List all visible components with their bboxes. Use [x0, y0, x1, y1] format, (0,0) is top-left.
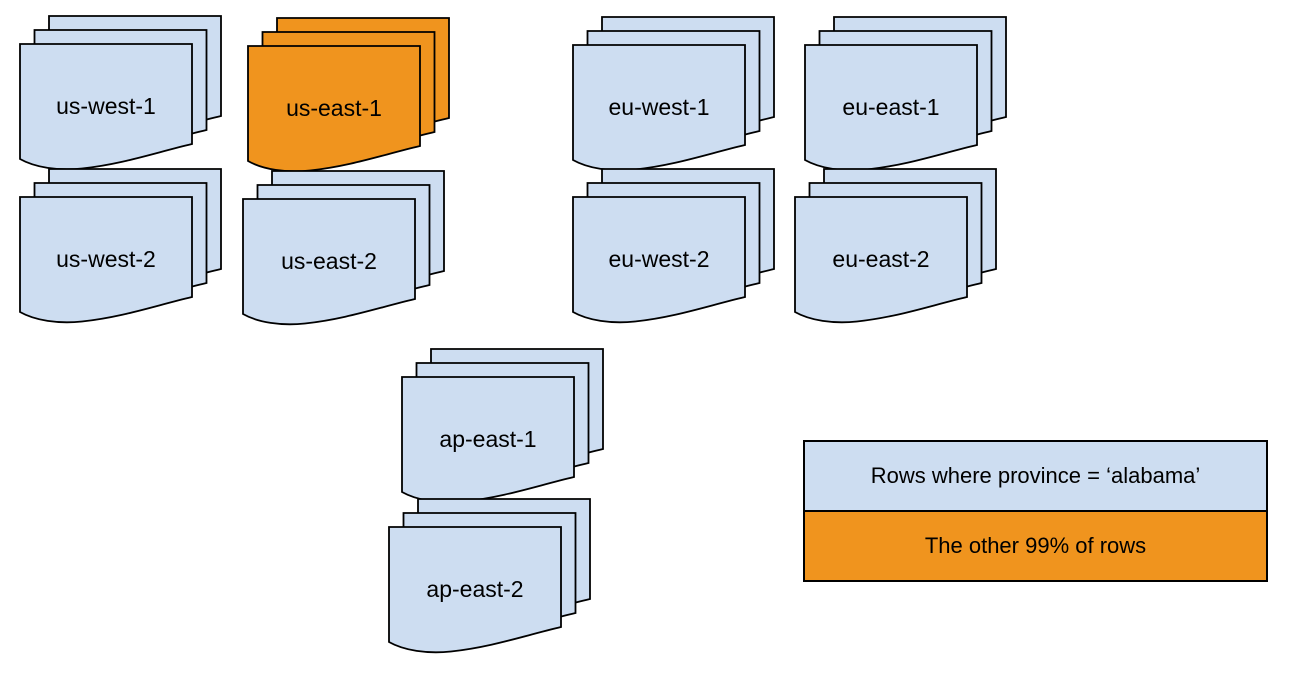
document-sheet-front: [19, 43, 193, 171]
legend-label-other-rows: The other 99% of rows: [924, 533, 1147, 558]
document-stack-eu-east-2: eu-east-2: [794, 168, 997, 324]
document-sheet-front: [19, 196, 193, 324]
region-label: eu-east-1: [842, 94, 939, 120]
legend-row-other-rows: The other 99% of rows: [805, 512, 1266, 580]
document-sheet-front: [247, 45, 421, 173]
document-sheet-front: [572, 196, 746, 324]
document-stack-us-west-1: us-west-1: [19, 15, 222, 171]
document-stack-eu-east-1: eu-east-1: [804, 16, 1007, 172]
legend-row-alabama: Rows where province = ‘alabama’: [805, 442, 1266, 512]
document-sheet-front: [388, 526, 562, 654]
document-sheet-front: [242, 198, 416, 326]
document-stack-us-east-2: us-east-2: [242, 170, 445, 326]
document-stack-ap-east-1: ap-east-1: [401, 348, 604, 504]
document-sheet-front: [794, 196, 968, 324]
legend-label-alabama: Rows where province = ‘alabama’: [870, 463, 1201, 488]
region-label: ap-east-1: [439, 426, 536, 452]
document-stack-us-west-2: us-west-2: [19, 168, 222, 324]
region-label: ap-east-2: [426, 576, 523, 602]
region-label: eu-east-2: [832, 246, 929, 272]
document-stack-ap-east-2: ap-east-2: [388, 498, 591, 654]
region-label: us-east-1: [286, 95, 382, 121]
document-stack-eu-west-1: eu-west-1: [572, 16, 775, 172]
region-label: us-west-1: [56, 93, 156, 119]
document-stack-eu-west-2: eu-west-2: [572, 168, 775, 324]
document-stack-us-east-1: us-east-1: [247, 17, 450, 173]
region-label: eu-west-2: [609, 246, 710, 272]
region-label: us-west-2: [56, 246, 156, 272]
region-label: eu-west-1: [609, 94, 710, 120]
region-label: us-east-2: [281, 248, 377, 274]
legend: Rows where province = ‘alabama’ The othe…: [803, 440, 1268, 582]
